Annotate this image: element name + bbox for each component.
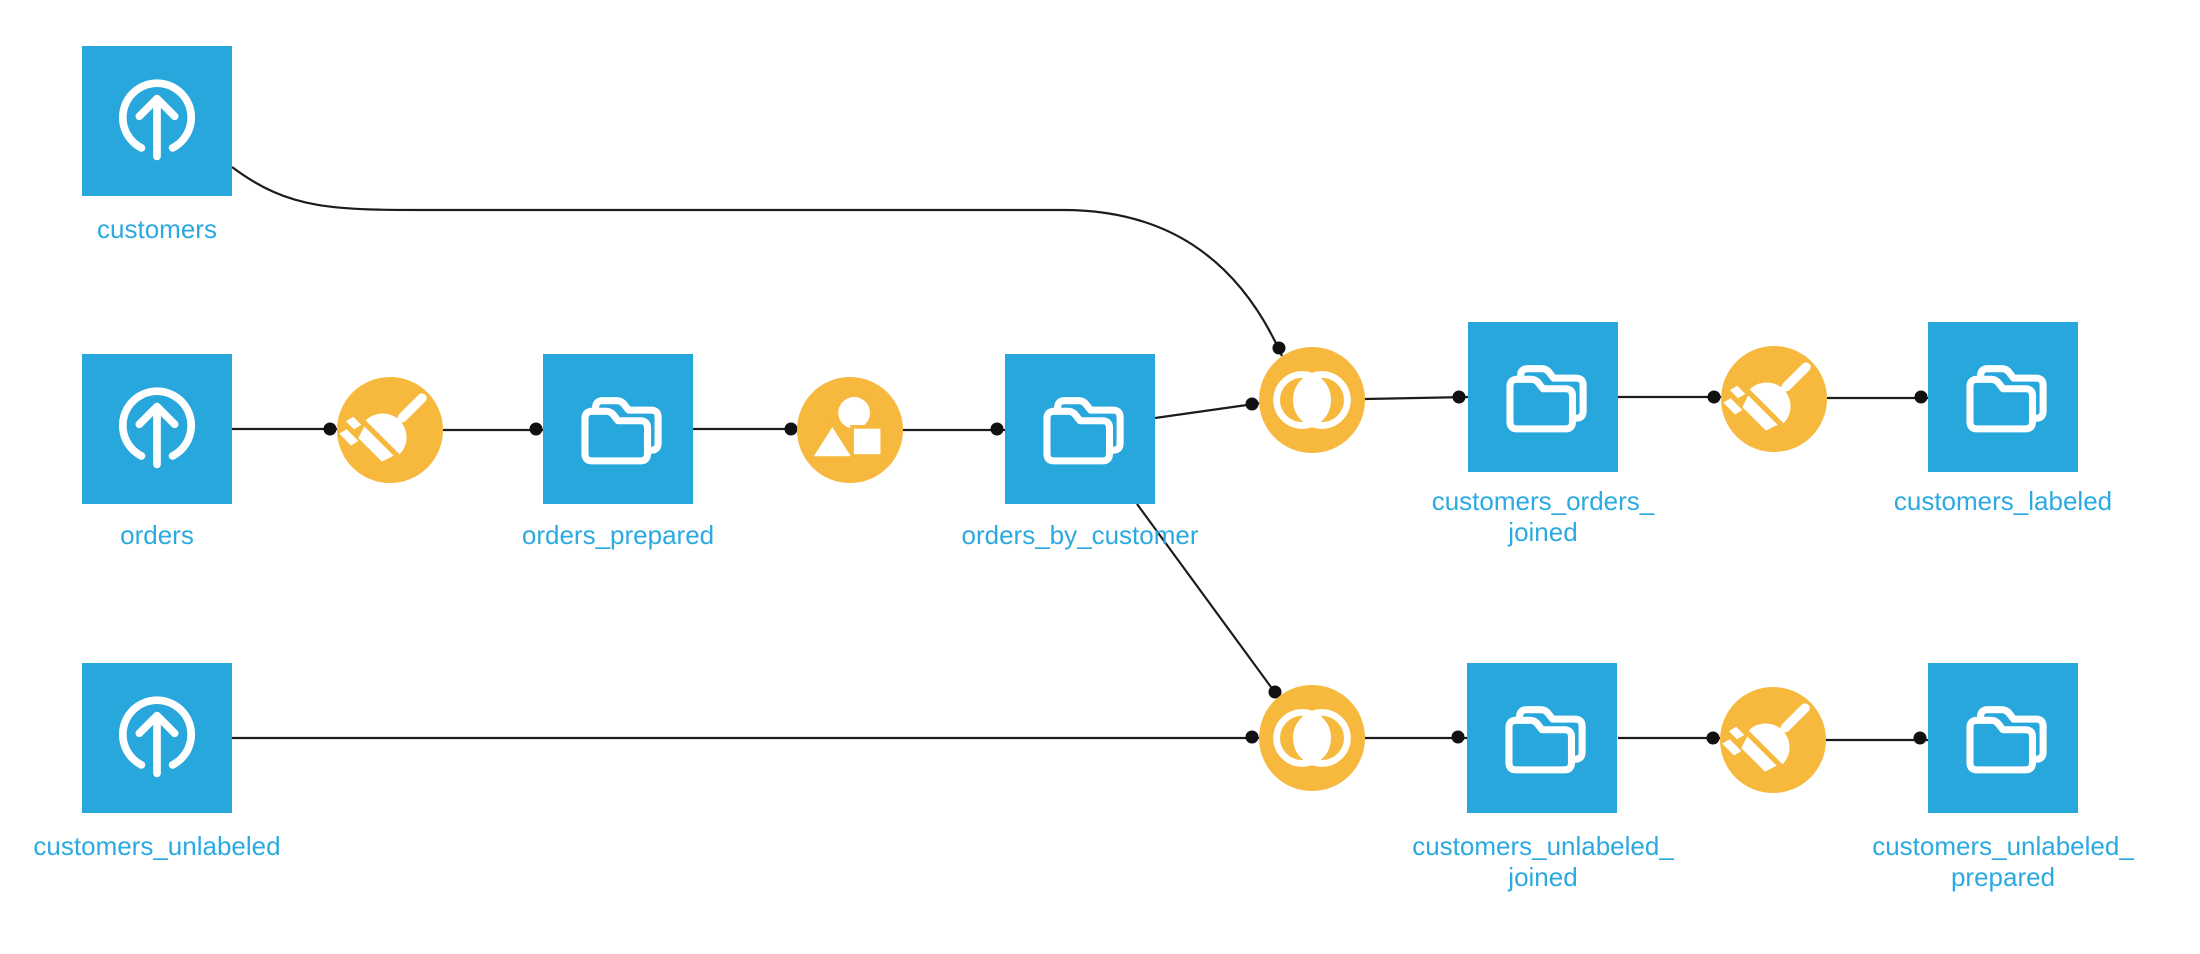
dataset-node-customers[interactable] (82, 46, 232, 196)
label-line: joined (1508, 517, 1578, 547)
upload-dataset-icon (118, 79, 196, 161)
edge-connector-dot (1451, 730, 1465, 744)
recipe-node-prepare-customers-labeled[interactable] (1721, 346, 1827, 452)
label-line: customers_unlabeled (33, 831, 281, 861)
edge-connector-dot (1706, 731, 1720, 745)
dataset-node-customers-unlabeled-prepared[interactable] (1928, 663, 2078, 813)
edge-customers-to-join-top (231, 166, 1284, 357)
label-line: customers_orders_ (1431, 486, 1655, 516)
dataset-label-customers-labeled[interactable]: customers_labeled (1833, 486, 2173, 517)
edge-connector-dot (1268, 685, 1282, 699)
shapes-recipe-icon (808, 393, 885, 460)
label-line: customers (97, 214, 217, 244)
dataset-label-customers-orders-joined[interactable]: customers_orders_ joined (1373, 486, 1713, 548)
recipe-node-prepare-customers-unlabeled[interactable] (1720, 687, 1826, 793)
folder-dataset-icon (581, 397, 662, 465)
dataset-node-orders-by-customer[interactable] (1005, 354, 1155, 504)
edge-join-top-to-customers-orders-joined (1364, 395, 1469, 401)
edge-connector-dot (1707, 390, 1721, 404)
edge-connector-dot (1914, 390, 1928, 404)
label-line: orders_by_customer (961, 520, 1199, 550)
edge-orders-by-customer-to-join-bottom (1136, 503, 1280, 699)
dataset-node-customers-labeled[interactable] (1928, 322, 2078, 472)
dataset-label-orders-prepared[interactable]: orders_prepared (448, 520, 788, 551)
dataset-label-customers-unlabeled-prepared[interactable]: customers_unlabeled_ prepared (1833, 831, 2173, 893)
join-circles-recipe-icon (1273, 371, 1351, 429)
dataset-node-orders[interactable] (82, 354, 232, 504)
label-line: prepared (1950, 862, 2056, 892)
edge-connector-dot (990, 422, 1004, 436)
dataset-node-customers-unlabeled[interactable] (82, 663, 232, 813)
recipe-node-join-bottom[interactable] (1259, 685, 1365, 791)
dataset-label-customers-unlabeled[interactable]: customers_unlabeled (0, 831, 327, 862)
dataset-label-orders-by-customer[interactable]: orders_by_customer (910, 520, 1250, 551)
edge-connector-dot (529, 422, 543, 436)
folder-dataset-icon (1966, 706, 2047, 774)
dataset-label-orders[interactable]: orders (0, 520, 327, 551)
join-circles-recipe-icon (1273, 709, 1351, 767)
dataset-label-customers[interactable]: customers (0, 214, 327, 245)
label-line: orders_prepared (521, 520, 715, 550)
label-line: customers_unlabeled_ (1872, 831, 2134, 861)
recipe-node-group-orders[interactable] (797, 377, 903, 483)
label-line: customers_unlabeled_ (1412, 831, 1674, 861)
label-line: joined (1508, 862, 1578, 892)
label-line: customers_labeled (1893, 486, 2113, 516)
broom-recipe-icon (1723, 362, 1811, 431)
dataset-node-customers-unlabeled-joined[interactable] (1467, 663, 1617, 813)
upload-dataset-icon (118, 696, 196, 778)
edge-connector-dot (1245, 730, 1259, 744)
label-line: orders (120, 520, 194, 550)
edge-connector-dot (1913, 731, 1927, 745)
folder-dataset-icon (1506, 365, 1587, 433)
folder-dataset-icon (1505, 706, 1586, 774)
edge-orders-by-customer-to-join-top (1154, 401, 1262, 420)
dataset-node-customers-orders-joined[interactable] (1468, 322, 1618, 472)
edge-connector-dot (784, 422, 798, 436)
dataset-label-customers-unlabeled-joined[interactable]: customers_unlabeled_ joined (1373, 831, 1713, 893)
folder-dataset-icon (1966, 365, 2047, 433)
edge-connector-dot (1272, 341, 1286, 355)
broom-recipe-icon (1722, 703, 1810, 772)
recipe-node-prepare-orders[interactable] (337, 377, 443, 483)
edge-connector-dot (1245, 397, 1259, 411)
edge-connector-dot (1452, 390, 1466, 404)
folder-dataset-icon (1043, 397, 1124, 465)
dataset-node-orders-prepared[interactable] (543, 354, 693, 504)
broom-recipe-icon (339, 393, 427, 462)
edge-connector-dot (323, 422, 337, 436)
recipe-node-join-top[interactable] (1259, 347, 1365, 453)
upload-dataset-icon (118, 387, 196, 469)
